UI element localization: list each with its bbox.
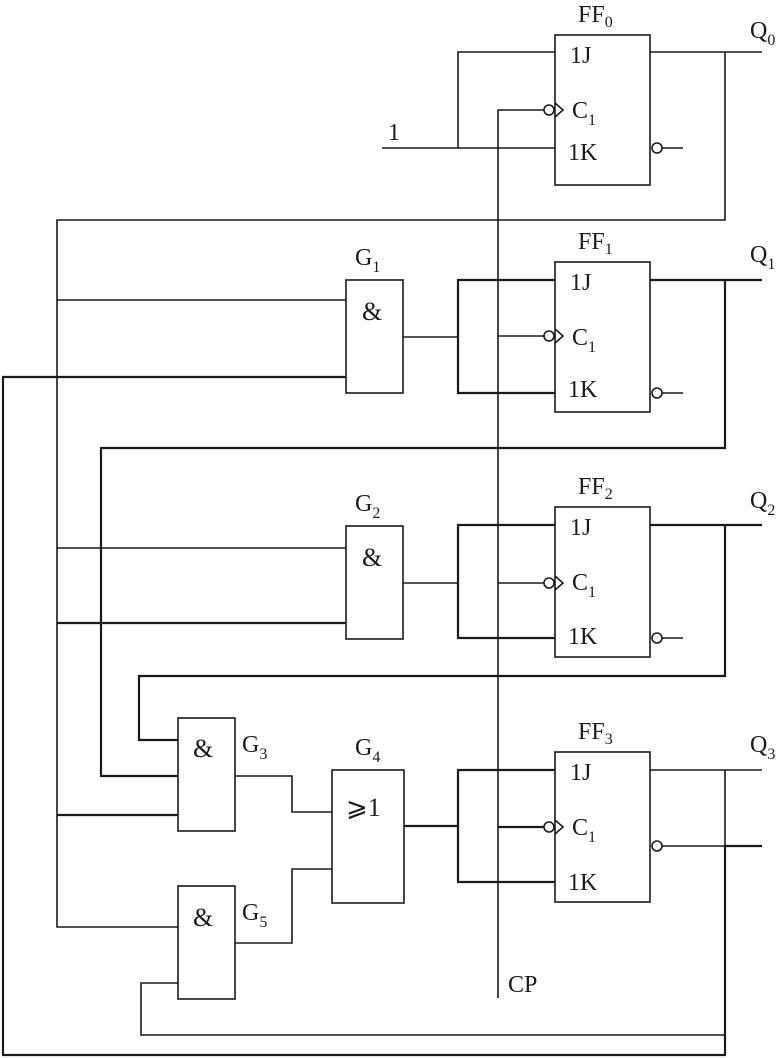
flip-flop-ff3: FF3 1J C1 1K Q3 <box>543 719 775 903</box>
ff1-pin-k: 1K <box>568 377 598 403</box>
ff2-clock-bubble <box>543 577 555 589</box>
ff3-clock-triangle <box>554 819 565 835</box>
ff2-pin-c: C1 <box>572 570 596 601</box>
g1-to-ff1-jk-wire <box>456 278 555 395</box>
g4-to-ff3-jk-wire <box>456 768 555 884</box>
clock-cp-wire <box>497 109 544 998</box>
g1-symbol: & <box>362 297 382 326</box>
ff1-clock-bubble <box>543 330 555 342</box>
gate-g1: & G1 <box>345 245 404 394</box>
ff1-q-label: Q1 <box>750 242 775 273</box>
ff1-pin-c: C1 <box>572 325 596 356</box>
ff2-qbar-bubble <box>651 632 663 644</box>
ff2-clock-triangle <box>554 575 565 591</box>
ff1-box <box>554 261 651 413</box>
g1-label: G1 <box>355 245 380 276</box>
g3-to-g4-wire <box>235 775 332 813</box>
q3-to-g5-wire <box>140 770 726 1036</box>
ff0-pin-k: 1K <box>568 140 598 166</box>
flip-flop-ff0: FF0 1J C1 1K Q0 <box>543 2 775 186</box>
ff0-label: FF0 <box>578 2 613 31</box>
g5-to-g4-wire <box>235 868 332 944</box>
gate-g2: & G2 <box>345 491 404 640</box>
g5-symbol: & <box>193 903 213 932</box>
g4-box <box>331 769 405 904</box>
flip-flop-ff1: FF1 1J C1 1K Q1 <box>543 229 775 413</box>
gate-g4: ⩾1 G4 <box>331 735 405 904</box>
g4-label: G4 <box>355 735 380 766</box>
ff3-qbar-bubble <box>651 840 663 852</box>
g2-to-ff2-jk-wire <box>456 523 555 640</box>
flip-flop-ff2: FF2 1J C1 1K Q2 <box>543 474 775 658</box>
gate-g3: & G3 <box>177 717 267 832</box>
ff0-clock-bubble <box>543 104 555 116</box>
g2-symbol: & <box>362 543 382 572</box>
g5-label: G5 <box>242 900 267 931</box>
ff3-q-label: Q3 <box>750 732 775 763</box>
ff1-label: FF1 <box>578 229 613 258</box>
gate-g5: & G5 <box>177 885 267 1000</box>
g4-symbol: ⩾1 <box>346 793 381 822</box>
q2-feedback-wire <box>137 525 727 742</box>
ff3-pin-k: 1K <box>568 870 598 896</box>
ff3-clock-bubble <box>543 821 555 833</box>
ff3-pin-c: C1 <box>572 815 596 846</box>
g2-label: G2 <box>355 491 380 522</box>
ff1-qbar-bubble <box>651 387 663 399</box>
ff0-clock-triangle <box>554 102 565 118</box>
ff0-q-label: Q0 <box>750 18 775 49</box>
ff1-clock-triangle <box>554 328 565 344</box>
g3-box <box>177 717 236 832</box>
q1-feedback-wire <box>99 280 727 778</box>
ff2-q-label: Q2 <box>750 488 775 519</box>
ff3-pin-j: 1J <box>570 760 591 786</box>
ff3-box <box>554 751 651 903</box>
q0-feedback-wire <box>56 52 726 928</box>
ff0-box <box>554 34 651 186</box>
ff0-pin-j: 1J <box>570 43 591 69</box>
ff0-pin-c: C1 <box>572 98 596 129</box>
g3-symbol: & <box>193 734 213 763</box>
ff2-label: FF2 <box>578 474 613 503</box>
ff2-box <box>554 506 651 658</box>
ff2-pin-j: 1J <box>570 515 591 541</box>
ff1-pin-j: 1J <box>570 270 591 296</box>
ff2-pin-k: 1K <box>568 624 598 650</box>
clock-label: CP <box>508 972 537 998</box>
ff3-label: FF3 <box>578 719 613 748</box>
ff0-j-wire <box>457 51 555 148</box>
constant-one-label: 1 <box>388 120 400 146</box>
g3-label: G3 <box>242 732 267 763</box>
q3bar-feedback-wire <box>1 375 762 1057</box>
ff0-qbar-bubble <box>651 142 663 154</box>
